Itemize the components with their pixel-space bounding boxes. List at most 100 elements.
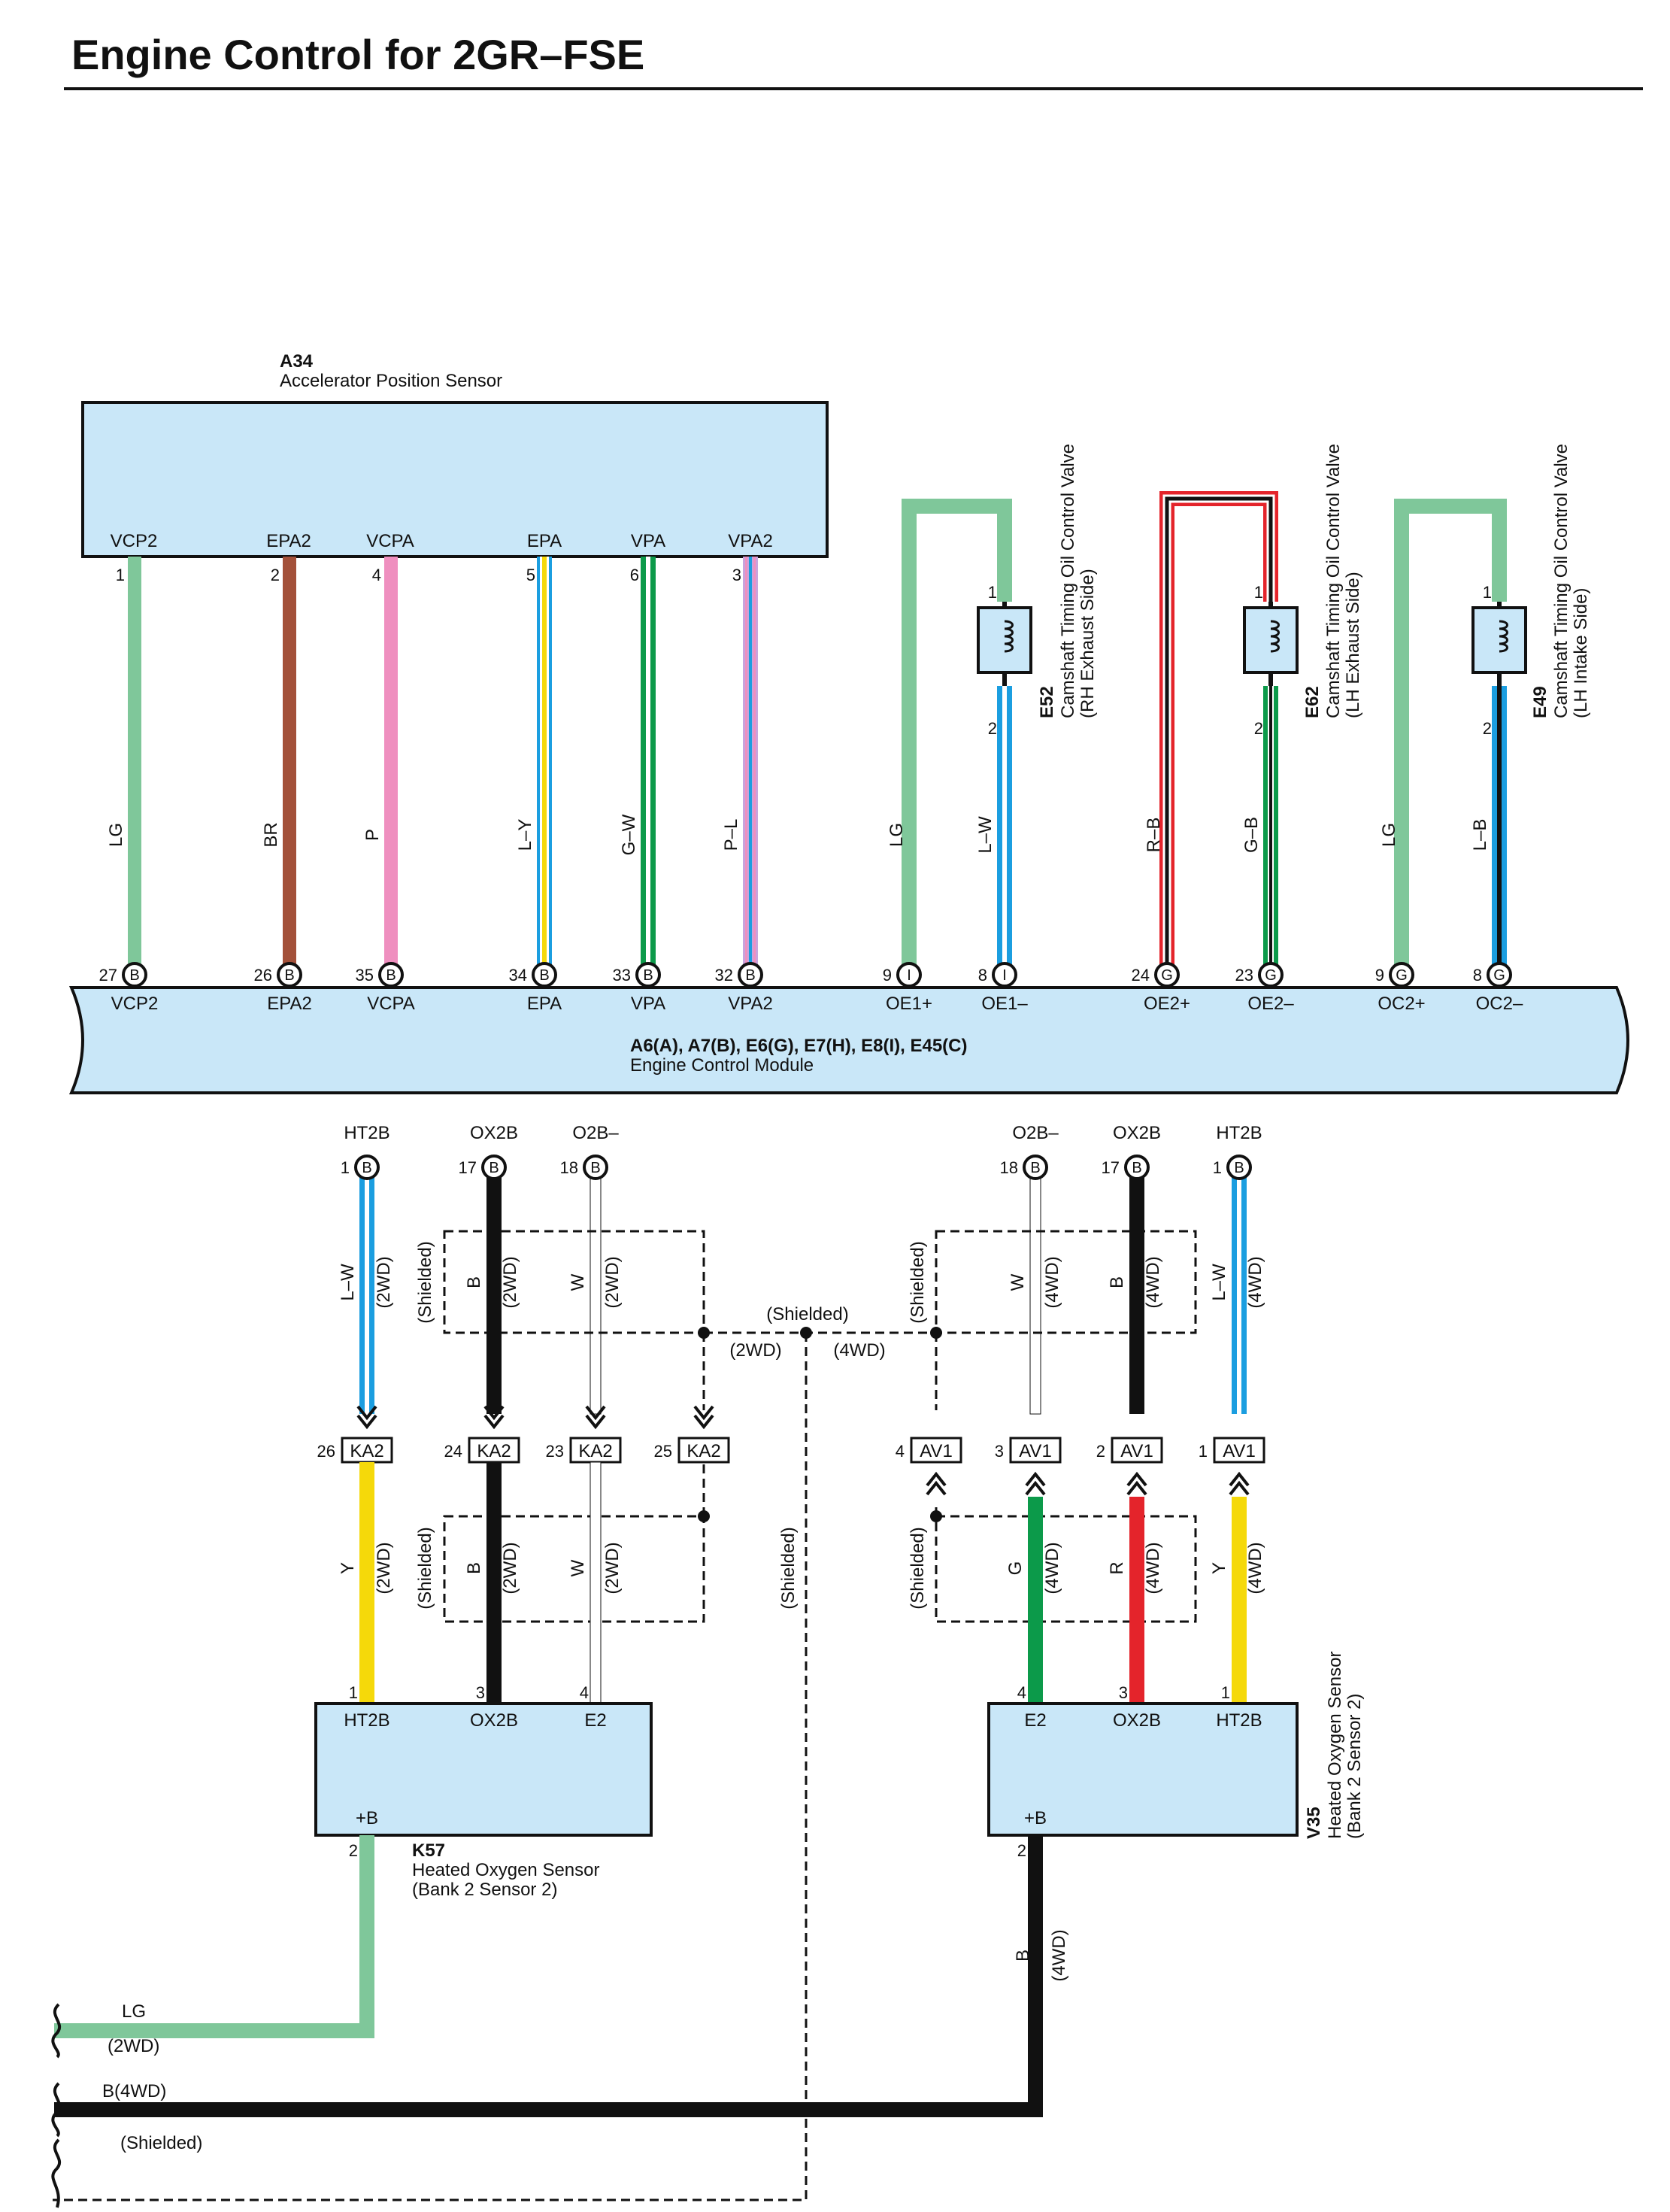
connector-chevrons: [356, 1405, 1250, 1496]
ka2-connector: KA2 26 KA2 24 KA2 23 KA2 25: [317, 1437, 730, 1464]
left-lower-wires: [359, 1461, 602, 1707]
svg-text:G: G: [1161, 967, 1173, 984]
svg-text:23: 23: [546, 1442, 564, 1461]
svg-text:B: B: [1107, 1276, 1127, 1288]
bottom-b4wd-label: B(4WD): [102, 2081, 166, 2101]
svg-text:HT2B: HT2B: [1216, 1123, 1262, 1143]
svg-text:G: G: [1265, 967, 1277, 984]
svg-text:O2B–: O2B–: [1012, 1123, 1059, 1143]
svg-text:B: B: [284, 967, 294, 984]
svg-text:VPA2: VPA2: [728, 994, 773, 1014]
wire-label: L–B: [1470, 819, 1490, 851]
svg-text:B: B: [643, 967, 653, 984]
svg-text:OC2+: OC2+: [1378, 994, 1425, 1014]
shield-junction: [930, 1510, 942, 1522]
e49-side: (LH Intake Side): [1571, 588, 1591, 718]
e62-code: E62: [1302, 686, 1323, 718]
a34-wire-labels: LG BR P L–Y G–W P–L: [106, 814, 741, 855]
solenoid-coil-icon: [1499, 620, 1508, 653]
svg-text:EPA: EPA: [527, 994, 562, 1014]
a34-term-epa2: EPA2: [266, 531, 311, 551]
a34-name: Accelerator Position Sensor: [280, 371, 502, 391]
svg-text:9: 9: [883, 966, 892, 985]
wire-label: BR: [261, 822, 281, 847]
a34-pin: 6: [630, 566, 639, 584]
shield-label: (Shielded): [908, 1241, 928, 1323]
svg-text:17: 17: [1102, 1158, 1120, 1177]
svg-text:18: 18: [1000, 1158, 1018, 1177]
svg-text:34: 34: [509, 966, 527, 985]
shield-note-4wd: (4WD): [833, 1340, 885, 1361]
svg-text:OX2B: OX2B: [470, 1123, 518, 1143]
ecm-name: Engine Control Module: [630, 1055, 814, 1076]
e62-valve-group: 1 2 E62 Camshaft Timing Oil Control Valv…: [1144, 444, 1363, 970]
svg-text:B: B: [1030, 1160, 1040, 1176]
svg-text:3: 3: [476, 1683, 485, 1702]
svg-text:33: 33: [613, 966, 631, 985]
svg-text:W: W: [568, 1559, 588, 1576]
wire-label: G–W: [619, 814, 639, 855]
svg-text:B: B: [386, 967, 396, 984]
bottom-lg-note: (2WD): [108, 2036, 159, 2056]
a34-code: A34: [280, 351, 314, 372]
svg-text:B: B: [489, 1160, 499, 1176]
a34-pin: 2: [271, 566, 280, 584]
wire-label: P: [362, 829, 383, 841]
svg-text:VPA: VPA: [631, 994, 665, 1014]
a34-terminals: VCP2 EPA2 VCPA EPA VPA VPA2: [111, 531, 773, 551]
e52-side: (RH Exhaust Side): [1077, 569, 1098, 718]
e62-box: [1243, 606, 1299, 674]
shield-label: (Shielded): [908, 1527, 928, 1609]
svg-text:OE2–: OE2–: [1247, 994, 1294, 1014]
a34-term-vpa: VPA: [631, 531, 665, 551]
e49-wire-lg: [1394, 499, 1507, 970]
svg-text:8: 8: [1473, 966, 1482, 985]
svg-text:E2: E2: [584, 1710, 606, 1731]
e52-pin2: 2: [988, 719, 997, 738]
svg-text:3: 3: [995, 1442, 1004, 1461]
left-upper-wires: [359, 1173, 602, 1415]
e52-name: Camshaft Timing Oil Control Valve: [1058, 444, 1078, 718]
svg-text:AV1: AV1: [920, 1441, 953, 1461]
svg-text:24: 24: [1132, 966, 1150, 985]
svg-text:(4WD): (4WD): [1042, 1542, 1062, 1594]
a34-term-epa: EPA: [527, 531, 562, 551]
upper-wire-labels: L–W (2WD) B (2WD) W (2WD) W (4WD) B (4WD…: [338, 1256, 1265, 1308]
k57-bank: (Bank 2 Sensor 2): [412, 1880, 557, 1900]
a34-term-vcpa: VCPA: [366, 531, 414, 551]
svg-text:B: B: [464, 1562, 484, 1574]
right-upper-wires: [1029, 1173, 1247, 1415]
wire-label: P–L: [721, 819, 741, 851]
svg-text:I: I: [907, 967, 911, 984]
wire-lg: [128, 557, 141, 966]
k57-box: [314, 1702, 653, 1837]
av1-connector: AV1 4 AV1 3 AV1 2 AV1 1: [896, 1437, 1265, 1464]
svg-text:EPA2: EPA2: [267, 994, 312, 1014]
svg-text:(4WD): (4WD): [1143, 1256, 1163, 1308]
svg-text:3: 3: [1119, 1683, 1128, 1702]
lower-wire-labels: Y (2WD) B (2WD) W (2WD) G (4WD) R (4WD) …: [338, 1542, 1265, 1594]
svg-text:OE2+: OE2+: [1144, 994, 1190, 1014]
svg-text:W: W: [1008, 1273, 1028, 1291]
svg-text:1: 1: [1213, 1158, 1222, 1177]
svg-text:1: 1: [341, 1158, 350, 1177]
svg-text:32: 32: [715, 966, 733, 985]
shield-label: (Shielded): [778, 1527, 799, 1609]
k57-name: Heated Oxygen Sensor: [412, 1860, 599, 1880]
svg-text:9: 9: [1375, 966, 1384, 985]
svg-text:(2WD): (2WD): [602, 1542, 623, 1594]
e62-name: Camshaft Timing Oil Control Valve: [1323, 444, 1344, 718]
v35-sensor: 4 3 1 E2 OX2B HT2B +B 2 V35 Heated Oxyge…: [987, 1652, 1365, 1860]
a34-pin: 5: [526, 566, 535, 584]
svg-text:OE1–: OE1–: [981, 994, 1028, 1014]
svg-text:KA2: KA2: [477, 1441, 511, 1461]
a34-term-vpa2: VPA2: [728, 531, 773, 551]
svg-text:L–W: L–W: [1209, 1264, 1229, 1301]
